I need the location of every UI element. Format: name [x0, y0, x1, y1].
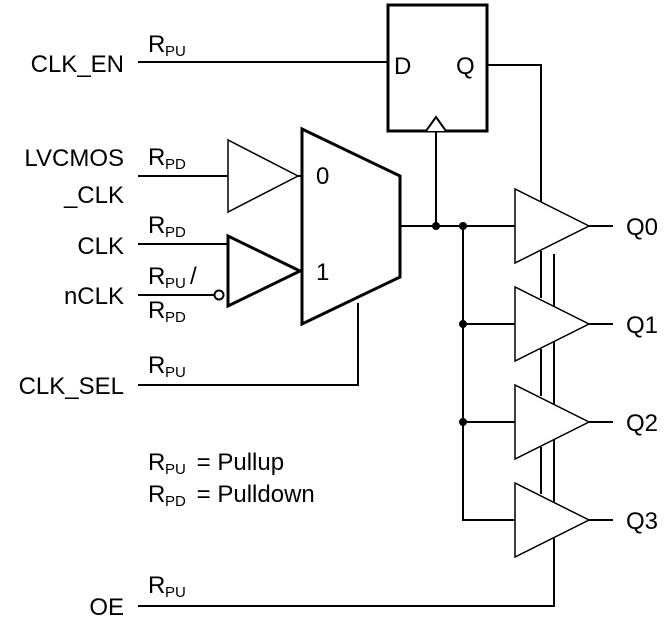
rpd-annotation: R PD	[148, 144, 186, 173]
input-label-lvcmos: LVCMOS	[24, 145, 124, 172]
resistor-annotations: R PU R PD R PD R PU / R PD R PU R PU	[148, 31, 197, 601]
junction-dot	[432, 222, 440, 230]
mux-input-0-label: 0	[316, 163, 329, 190]
resistor-subscript: PD	[165, 493, 186, 510]
resistor-subscript: PU	[165, 584, 186, 601]
rpu-rpd-annotation: R PU / R PD	[148, 263, 197, 326]
output-labels: Q0 Q1 Q2 Q3	[626, 214, 658, 535]
output-buffer-q2-icon	[514, 383, 591, 461]
legend-pulldown-text: = Pulldown	[190, 481, 315, 508]
legend-pulldown: R PD = Pulldown	[148, 481, 315, 510]
input-label-clk-sel: CLK_SEL	[19, 373, 124, 400]
output-label-q2: Q2	[626, 410, 658, 437]
output-label-q0: Q0	[626, 214, 658, 241]
resistor-subscript: PU	[165, 364, 186, 381]
input-label-clk-en: CLK_EN	[31, 51, 124, 78]
rpd-annotation: R PD	[148, 212, 186, 241]
wire-ff-q-to-oe-bus	[487, 64, 542, 202]
rpu-annotation: R PU	[148, 352, 186, 381]
input-label-clk: CLK	[77, 233, 124, 260]
output-buffer-q1-icon	[514, 285, 591, 363]
d-flip-flop: D Q	[386, 3, 489, 133]
multiplexer: 0 1	[300, 126, 402, 327]
rpu-annotation: R PU	[148, 31, 186, 60]
legend: R PU = Pullup R PD = Pulldown	[148, 449, 315, 510]
wire-fanout-bus	[462, 226, 515, 521]
junction-dot	[459, 320, 467, 328]
input-label-lvcmos-clk: _CLK	[63, 182, 124, 209]
resistor-letter: R	[148, 31, 165, 58]
mux-input-1-label: 1	[316, 259, 329, 286]
resistor-slash: /	[190, 263, 197, 290]
junctions	[432, 222, 467, 426]
resistor-subscript: PD	[165, 309, 186, 326]
differential-buffer-icon	[226, 233, 304, 309]
output-label-q1: Q1	[626, 312, 658, 339]
rpu-annotation: R PU	[148, 572, 186, 601]
inverting-bubble-icon	[213, 289, 225, 301]
output-buffer-q0-icon	[514, 187, 591, 265]
legend-pullup: R PU = Pullup	[148, 449, 284, 478]
resistor-letter: R	[148, 449, 165, 476]
resistor-letter: R	[148, 481, 165, 508]
wire-clk-sel	[138, 303, 359, 386]
resistor-letter: R	[148, 263, 165, 290]
mux-body	[300, 126, 402, 327]
output-buffers	[514, 187, 591, 559]
output-label-q3: Q3	[626, 508, 658, 535]
junction-dot	[459, 222, 467, 230]
differential-receiver	[213, 233, 304, 309]
wires	[138, 61, 613, 607]
resistor-subscript: PD	[165, 224, 186, 241]
resistor-letter: R	[148, 144, 165, 171]
resistor-subscript: PU	[165, 461, 186, 478]
wire-oe	[138, 254, 555, 607]
junction-dot	[459, 418, 467, 426]
legend-pullup-text: = Pullup	[190, 449, 284, 476]
resistor-subscript: PU	[165, 43, 186, 60]
input-label-nclk: nCLK	[64, 283, 124, 310]
input-label-oe: OE	[89, 594, 124, 619]
clock-edge-triangle-icon	[425, 115, 447, 132]
flip-flop-d-label: D	[394, 53, 411, 80]
output-buffer-q3-icon	[514, 481, 591, 559]
resistor-letter: R	[148, 572, 165, 599]
resistor-subscript: PU	[165, 275, 186, 292]
input-labels: CLK_EN LVCMOS _CLK CLK nCLK CLK_SEL OE	[19, 51, 124, 619]
lvcmos-input-buffer-icon	[227, 138, 300, 214]
resistor-letter: R	[148, 297, 165, 324]
resistor-letter: R	[148, 352, 165, 379]
flip-flop-q-label: Q	[456, 53, 475, 80]
resistor-letter: R	[148, 212, 165, 239]
resistor-subscript: PD	[165, 156, 186, 173]
